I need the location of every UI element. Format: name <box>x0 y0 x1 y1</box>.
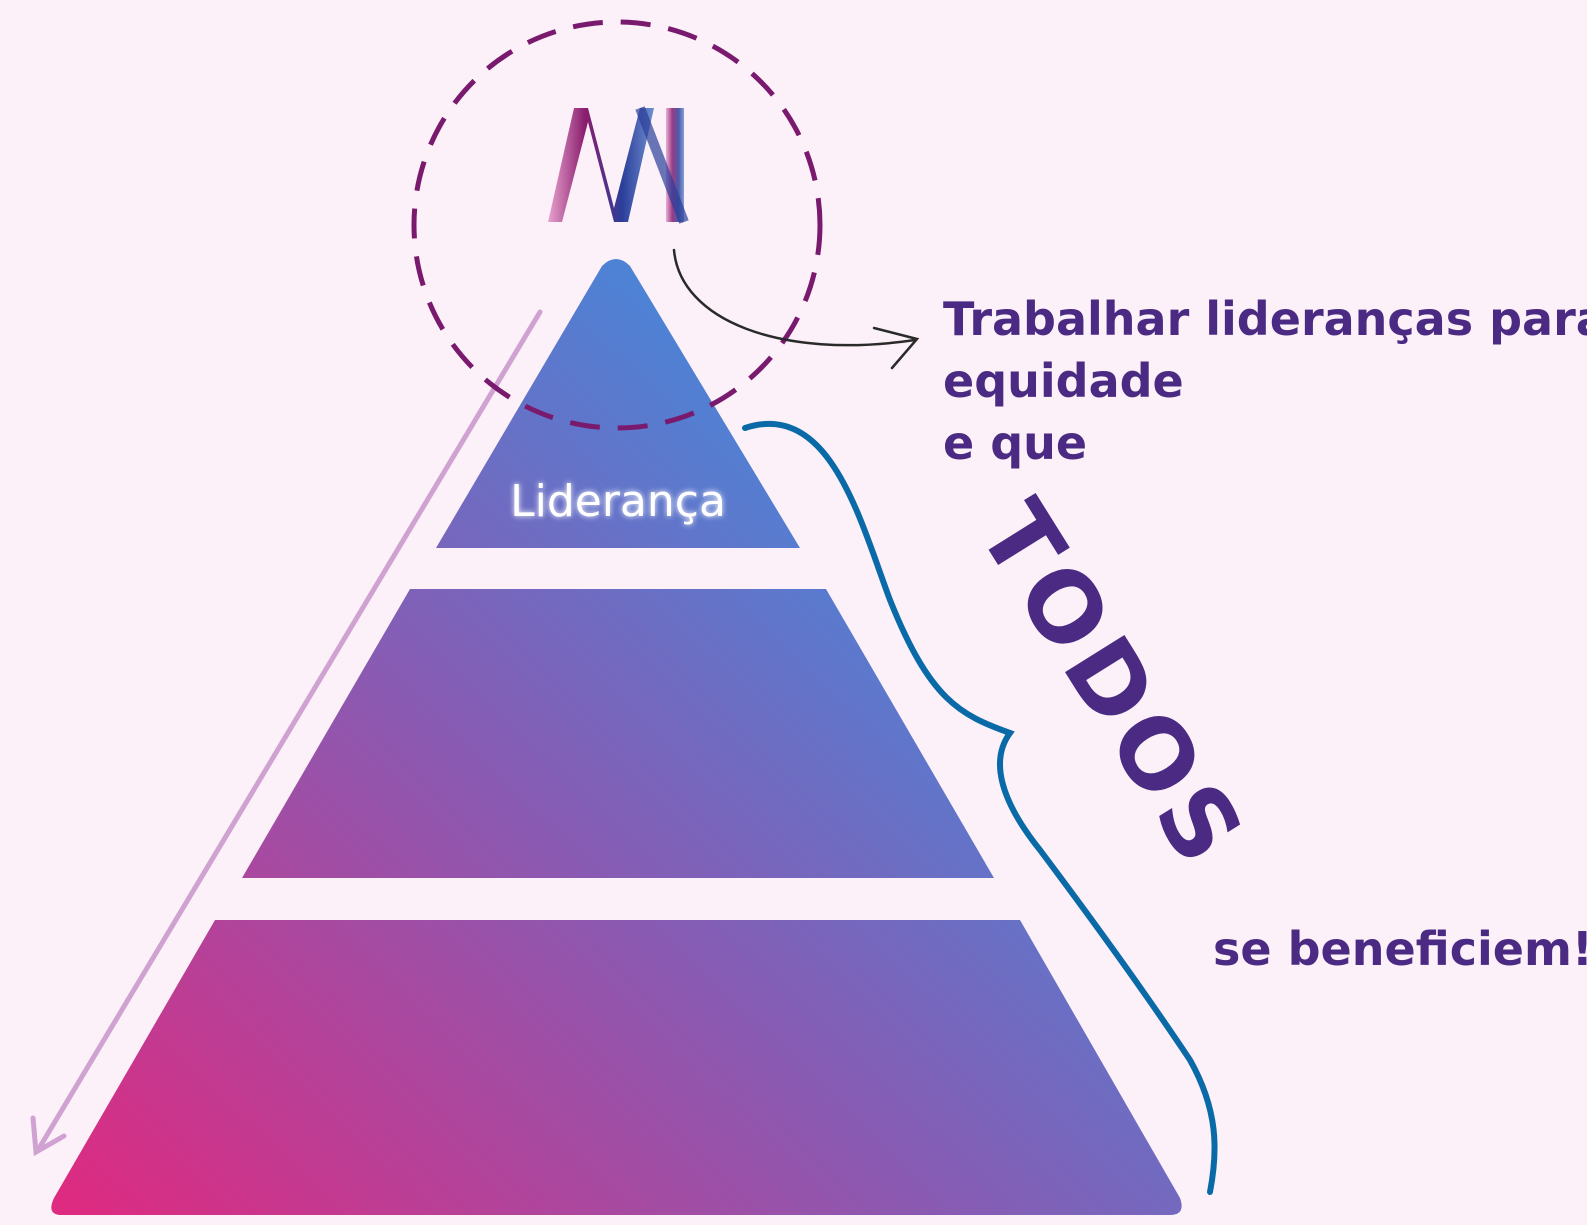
tier-label-top: Liderança <box>510 476 726 527</box>
dashed-highlight-circle <box>411 19 823 431</box>
curved-arrow-to-text <box>672 248 920 370</box>
headline-text: Trabalhar lideranças para equidade e que <box>943 288 1587 474</box>
lilac-down-arrow <box>30 309 543 1157</box>
headline-line-1: Trabalhar lideranças para <box>943 292 1587 346</box>
curly-brace <box>742 420 1218 1195</box>
pyramid-tier-top <box>436 259 800 548</box>
pyramid-tier-middle <box>242 589 994 878</box>
headline-line-2: equidade <box>943 354 1184 408</box>
ribbon-n-logo-icon <box>548 106 689 224</box>
closing-text: se beneficiem! <box>1213 922 1587 976</box>
pyramid-tier-bottom <box>51 920 1182 1215</box>
headline-line-3: e que <box>943 416 1088 470</box>
